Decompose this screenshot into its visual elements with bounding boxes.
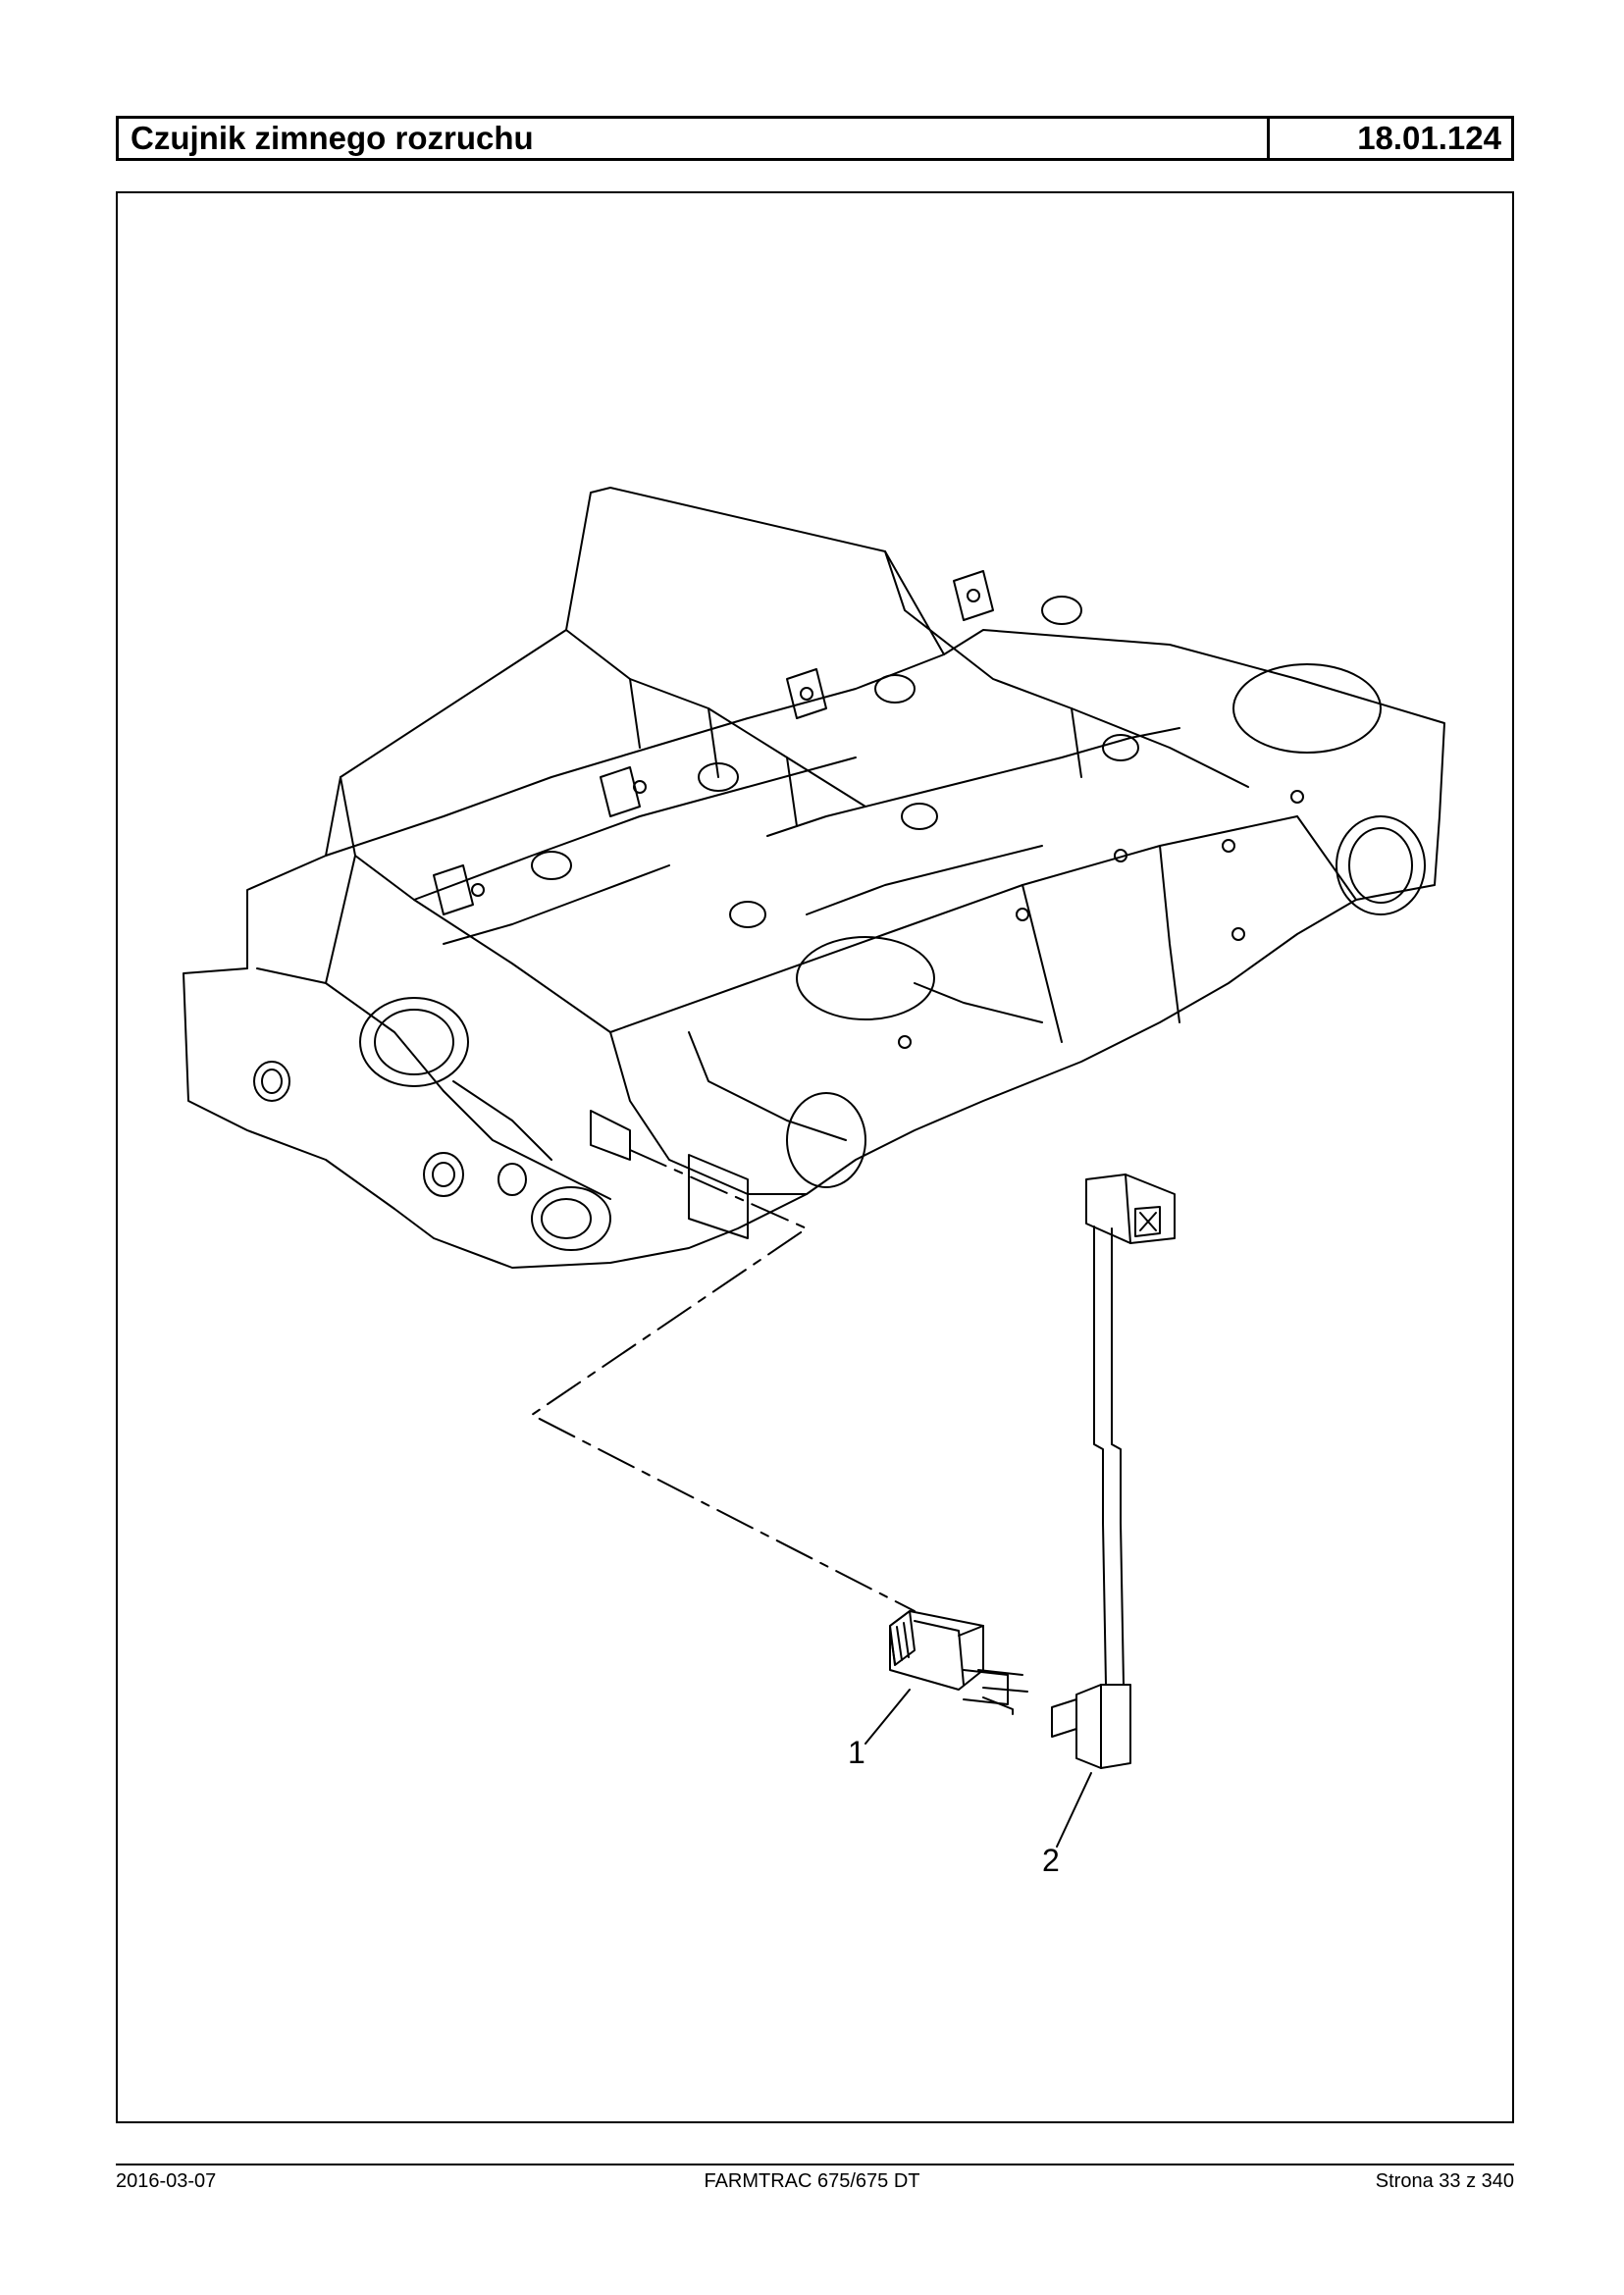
section-code: 18.01.124 [1357, 120, 1501, 156]
footer-date: 2016-03-07 [116, 2170, 217, 2192]
page-header: Czujnik zimnego rozruchu 18.01.124 [116, 116, 1514, 161]
cylinder-head-drawing [183, 487, 1445, 1269]
callout-1-leader [864, 1689, 911, 1745]
footer-page-number: Strona 33 z 340 [1375, 2170, 1514, 2192]
footer-rule [116, 2164, 1514, 2165]
page-title: Czujnik zimnego rozruchu [119, 119, 1270, 158]
drawing-frame: 1 2 [116, 191, 1514, 2123]
callout-2-leader [1056, 1772, 1092, 1848]
sensor-cable-drawing [1051, 1174, 1176, 1769]
callout-1-label: 1 [848, 1735, 865, 1770]
exploded-view-drawing: 1 2 [183, 487, 1445, 1878]
assembly-leader-line [531, 1149, 916, 1612]
footer-model: FARMTRAC 675/675 DT [704, 2170, 920, 2192]
cold-start-sensor-drawing [889, 1610, 1028, 1715]
callout-2-label: 2 [1042, 1843, 1060, 1878]
